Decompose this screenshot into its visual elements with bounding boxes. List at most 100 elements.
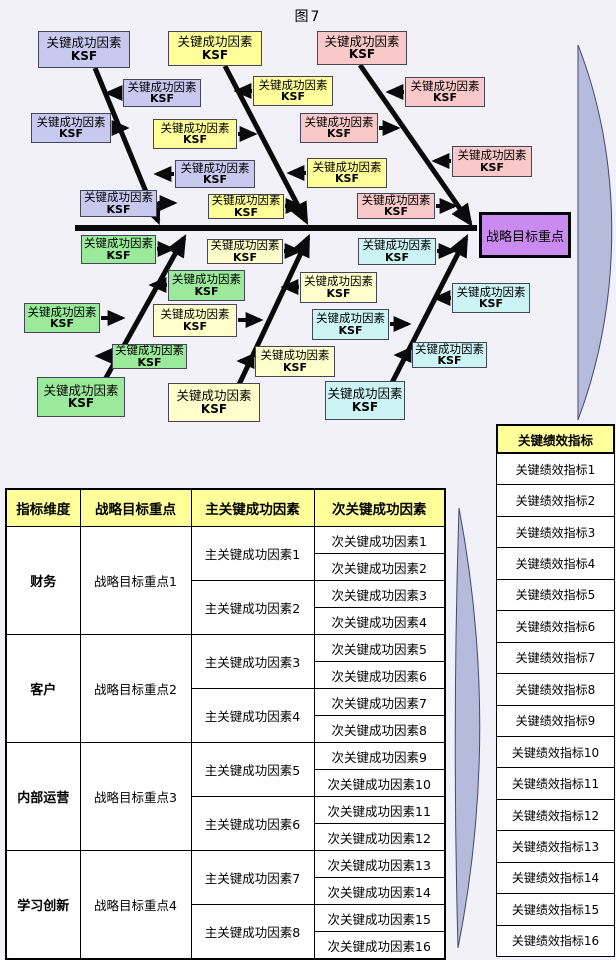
ksf-label: 关键成功因素 (36, 114, 106, 129)
table-row: 次关键成功因素2 (6, 553, 446, 581)
ksf-abbr: KSF (194, 284, 219, 298)
ksf-abbr: KSF (183, 319, 207, 333)
ksf-label: 关键成功因素 (260, 348, 330, 363)
ksf-abbr: KSF (327, 127, 351, 141)
ksf-abbr: KSF (234, 205, 258, 219)
ksf-abbr: KSF (233, 250, 257, 264)
ksf-abbr: KSF (203, 173, 227, 187)
ksf-abbr: KSF (433, 91, 457, 105)
sub-ksf-cell: 次关键成功因素6 (313, 661, 446, 689)
ksf-abbr: KSF (50, 317, 74, 331)
sub-ksf-cell: 次关键成功因素2 (313, 553, 446, 581)
sub-ksf-cell: 次关键成功因素1 (313, 526, 446, 554)
strategic-goal-box: 战略目标重点 (479, 212, 571, 258)
ksf-abbr: KSF (150, 92, 174, 106)
ksf-label: 关键成功因素 (176, 388, 252, 404)
table-row: 次关键成功因素10 (6, 769, 446, 797)
ksf-abbr: KSF (183, 133, 207, 147)
ksf-label: 关键成功因素 (304, 274, 373, 289)
sub-ksf-cell: 次关键成功因素4 (313, 607, 446, 635)
main-ksf-cell: 主关键成功因素5 (190, 742, 315, 797)
table-header-cell: 战略目标重点 (79, 488, 192, 527)
ksf-abbr: KSF (67, 396, 95, 411)
dimension-cell: 财务 (5, 526, 81, 635)
fishbone-spine-and-ribs (75, 63, 477, 414)
kpi-item: 关键绩效指标6 (496, 611, 615, 643)
ksf-abbr: KSF (385, 250, 409, 264)
ksf-label: 关键成功因素 (304, 114, 374, 129)
dimension-cell: 学习创新 (5, 850, 81, 960)
sub-ksf-cell: 次关键成功因素8 (313, 715, 446, 743)
sub-ksf-cell: 次关键成功因素15 (313, 904, 446, 932)
ksf-label: 关键成功因素 (160, 120, 230, 135)
ksf-label: 关键成功因素 (46, 35, 122, 51)
ksf-abbr: KSF (348, 47, 376, 62)
kpi-item: 关键绩效指标10 (496, 736, 615, 769)
ksf-abbr: KSF (338, 323, 363, 337)
flow-lens-middle (454, 507, 481, 949)
kpi-item: 关键绩效指标5 (496, 579, 615, 612)
sub-ksf-cell: 次关键成功因素12 (313, 823, 446, 851)
table-header-cell: 次关键成功因素 (313, 488, 446, 527)
goal-cell: 战略目标重点3 (79, 742, 192, 851)
ksf-abbr: KSF (281, 90, 305, 104)
main-ksf-cell: 主关键成功因素2 (190, 580, 315, 635)
dimension-cell: 客户 (5, 634, 81, 743)
ksf-label: 关键成功因素 (362, 238, 432, 253)
ksf-label: 关键成功因素 (312, 159, 382, 174)
ksf-connector-arrows (94, 83, 458, 369)
ksf-label: 关键成功因素 (160, 307, 230, 322)
goal-cell: 战略目标重点4 (79, 850, 192, 960)
ksf-abbr: KSF (480, 160, 504, 174)
ksf-abbr: KSF (137, 355, 162, 369)
ksf-label: 关键成功因素 (410, 78, 480, 93)
table-header-cell: 指标维度 (5, 488, 81, 527)
table-row: 次关键成功因素6 (6, 661, 446, 689)
ksf-abbr: KSF (201, 47, 229, 62)
ksf-label: 关键成功因素 (27, 304, 97, 319)
table-row: 次关键成功因素8 (6, 715, 446, 743)
ksf-label: 关键成功因素 (127, 79, 197, 94)
ksf-abbr: KSF (437, 354, 462, 368)
ksf-label: 关键成功因素 (180, 160, 250, 175)
ksf-abbr: KSF (59, 127, 83, 141)
main-ksf-cell: 主关键成功因素4 (190, 688, 315, 743)
sub-ksf-cell: 次关键成功因素14 (313, 877, 446, 905)
goal-cell: 战略目标重点1 (79, 526, 192, 635)
table-row: 次关键成功因素4 (6, 607, 446, 635)
ksf-abbr: KSF (335, 172, 359, 186)
ksf-label: 关键成功因素 (43, 382, 119, 398)
ksf-abbr: KSF (479, 297, 503, 311)
ksf-label: 关键成功因素 (210, 239, 280, 253)
kpi-panel-header: 关键绩效指标 (496, 424, 615, 454)
main-ksf-cell: 主关键成功因素3 (190, 634, 315, 689)
ksf-abbr: KSF (106, 248, 131, 262)
table-header-row: 指标维度战略目标重点主关键成功因素次关键成功因素 (5, 488, 446, 527)
ksf-abbr: KSF (326, 286, 351, 300)
